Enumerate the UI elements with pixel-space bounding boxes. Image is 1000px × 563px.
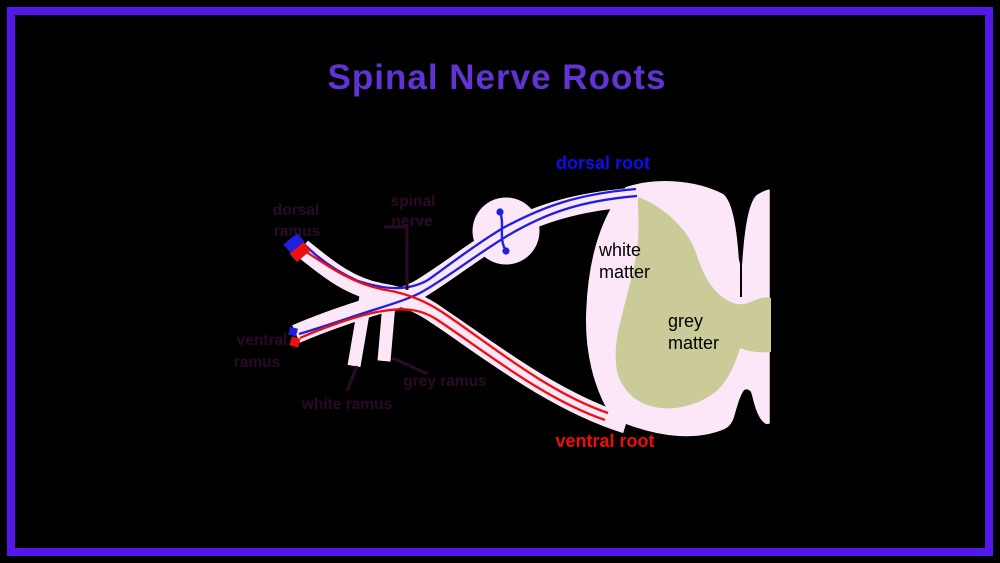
ventral-ramus-label: ventral ramus — [234, 332, 288, 371]
grey-ramus-stub-core — [377, 291, 397, 362]
ventral-root-label: ventral root — [555, 431, 654, 451]
white-matter-label-line2: matter — [599, 262, 650, 282]
white-matter-label: white matter — [598, 240, 650, 282]
grey-matter-label-line2: matter — [668, 333, 719, 353]
grey-ramus-label: grey ramus — [403, 373, 487, 390]
white-matter-label-line1: white — [598, 240, 641, 260]
dorsal-ramus-blue-cap — [283, 233, 305, 254]
ventral-ramus-end-caps — [288, 326, 301, 348]
grey-matter-shape — [615, 197, 771, 409]
dorsal-ramus-label-line2: ramus — [274, 223, 321, 240]
white-ramus-stub-core — [347, 294, 373, 368]
ganglion-neuron-soma-top — [496, 208, 504, 216]
dorsal-ramus-label: dorsal ramus — [273, 202, 321, 240]
purple-border-frame — [7, 7, 993, 556]
dorsal-root-label: dorsal root — [556, 153, 650, 173]
dorsal-ramus-end-caps — [283, 233, 311, 263]
ventral-ramus-label-line1: ventral — [237, 332, 288, 349]
white-ramus-label: white ramus — [301, 396, 392, 413]
motor-fiber-to-dorsal-ramus — [304, 250, 609, 415]
spinal-nerve-label-line1: spinal — [391, 193, 436, 210]
grey-ramus-leader — [391, 356, 429, 376]
dorsal-ramus-red-cap — [289, 242, 311, 263]
spinal-nerve-label-line2: nerve — [391, 213, 433, 230]
dorsal-ramus-label-line1: dorsal — [273, 202, 320, 219]
label-leader-lines — [345, 225, 429, 392]
spinal-nerve-label: spinal nerve — [391, 193, 436, 230]
spinal-nerve-leader — [384, 225, 409, 290]
nerve-fibers — [298, 187, 638, 422]
grey-matter-label: grey matter — [668, 311, 719, 353]
ganglion-neuron — [496, 208, 510, 255]
ventral-root-tube-core — [295, 240, 629, 434]
sensory-fiber-to-ventral-ramus — [298, 194, 638, 336]
grey-matter-label-line1: grey — [668, 311, 703, 331]
ventral-ramus-blue-cap — [288, 326, 299, 337]
white-ramus-leader — [345, 365, 359, 392]
page-title: Spinal Nerve Roots — [328, 58, 667, 97]
ventral-ramus-label-line2: ramus — [234, 354, 281, 371]
ventral-ramus-red-cap — [289, 336, 301, 348]
ganglion-neuron-soma-bottom — [502, 247, 510, 255]
motor-fiber-to-ventral-ramus — [299, 308, 606, 422]
